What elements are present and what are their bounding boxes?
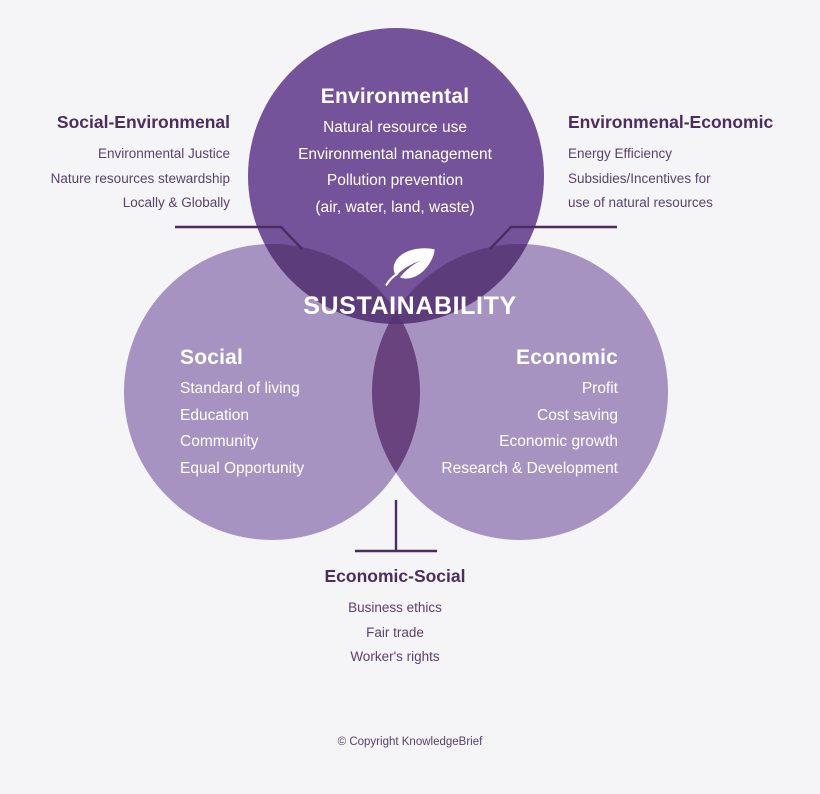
economic-item: Profit xyxy=(581,380,618,398)
environmental-item: (air, water, land, waste) xyxy=(315,199,475,217)
copyright-footer: © Copyright KnowledgeBrief xyxy=(337,736,483,748)
social-environmental-label: Social-Environmenal Environmental Justic… xyxy=(10,112,230,216)
social-circle-content: Social Standard of living Education Comm… xyxy=(180,346,390,483)
social-title: Social xyxy=(180,346,244,369)
environmental-circle-shape xyxy=(248,28,544,324)
social-environmental-item: Environmental Justice xyxy=(97,146,230,161)
environmental-economic-item: Energy Efficiency xyxy=(568,146,673,161)
economic-social-label: Economic-Social Business ethics Fair tra… xyxy=(255,566,535,670)
sustainability-label: SUSTAINABILITY xyxy=(303,292,517,320)
social-environmental-item: Nature resources stewardship xyxy=(50,170,230,186)
economic-social-item: Worker's rights xyxy=(350,649,440,665)
social-environmental-item: Locally & Globally xyxy=(122,195,230,211)
social-item: Community xyxy=(180,433,259,451)
social-item: Standard of living xyxy=(180,380,300,398)
social-circle-shape xyxy=(124,244,420,540)
environmental-item: Natural resource use xyxy=(323,119,467,137)
social-environmental-title: Social-Environmenal xyxy=(56,112,230,132)
economic-circle-shape xyxy=(372,244,668,540)
environmental-title: Environmental xyxy=(320,85,470,108)
social-environmental-leader-line xyxy=(175,225,303,250)
environmental-item: Environmental management xyxy=(298,145,492,163)
economic-social-title: Economic-Social xyxy=(324,566,466,586)
sustainability-center: SUSTAINABILITY xyxy=(230,246,590,319)
economic-item: Economic growth xyxy=(499,433,618,451)
environmental-item: Pollution prevention xyxy=(326,172,464,190)
environmental-circle-content: Environmental Natural resource use Envir… xyxy=(255,85,535,222)
economic-circle-content: Economic Profit Cost saving Economic gro… xyxy=(420,346,618,483)
economic-social-item: Business ethics xyxy=(348,600,442,615)
economic-social-item: Fair trade xyxy=(366,624,424,640)
environmental-economic-label: Environmenal-Economic Energy Efficiency … xyxy=(568,112,808,216)
economic-title: Economic xyxy=(516,346,618,369)
economic-item: Research & Development xyxy=(441,460,618,478)
leaf-icon xyxy=(385,248,435,286)
environmental-economic-item: use of natural resources xyxy=(568,195,713,211)
environmental-economic-title: Environmenal-Economic xyxy=(568,112,774,132)
social-item: Education xyxy=(180,406,249,424)
environmental-economic-leader-line xyxy=(489,225,617,250)
economic-item: Cost saving xyxy=(537,406,618,424)
social-item: Equal Opportunity xyxy=(180,460,305,478)
environmental-economic-item: Subsidies/Incentives for xyxy=(568,170,711,186)
